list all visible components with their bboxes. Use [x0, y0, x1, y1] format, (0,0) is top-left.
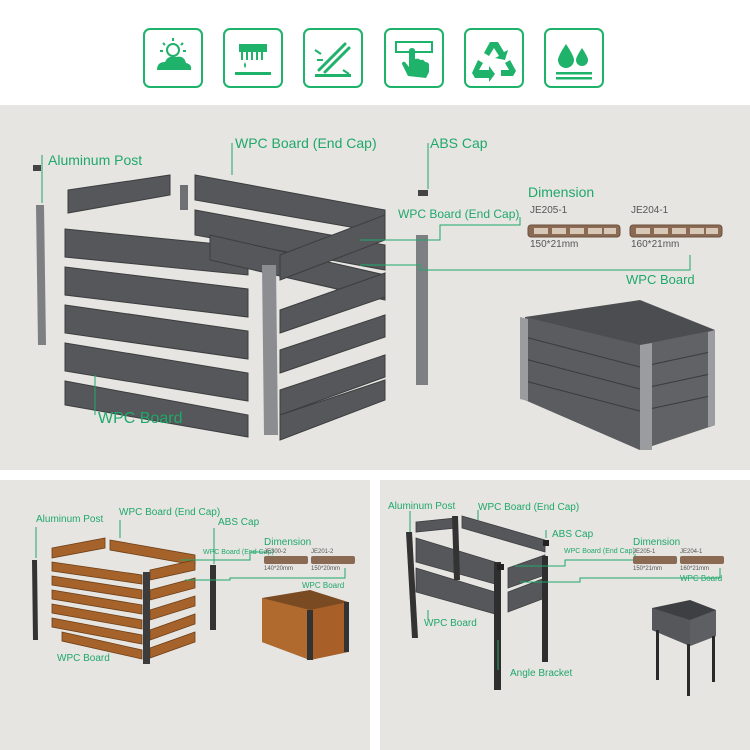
aluminum-post-left [36, 205, 46, 345]
icon-hand-touch [384, 28, 444, 88]
bl-label-wpc-board-bottom: WPC Board [57, 653, 110, 664]
center-post [262, 265, 278, 435]
icon-water-drop [544, 28, 604, 88]
post-cap-left [33, 165, 41, 171]
bl-profile-a-code: JE300-2 [264, 549, 287, 555]
legged-exploded-diagram [406, 510, 724, 696]
bl-label-end-cap-right: WPC Board (End Cap) [203, 549, 274, 556]
wood-boards [51, 537, 196, 660]
left-wall-boards [64, 174, 249, 438]
label-aluminum-post: Aluminum Post [48, 152, 143, 168]
legged-boards [415, 515, 546, 615]
profile-a-size: 150*21mm [530, 239, 579, 250]
bl-profile-b-code: JE201-2 [311, 549, 334, 555]
bl-label-wpc-board-right: WPC Board [302, 581, 345, 590]
br-profile-b-code: JE204-1 [680, 549, 703, 555]
bl-profile-b-size: 150*20mm [311, 566, 341, 572]
profile-a-code: JE205-1 [530, 205, 568, 216]
wood-planter [262, 590, 349, 660]
water-drop-icon [556, 44, 592, 80]
br-profile-a-code: JE205-1 [633, 549, 656, 555]
label-abs-cap: ABS Cap [430, 135, 488, 151]
br-label-dimension: Dimension [633, 537, 681, 548]
front-wall-boards [279, 214, 386, 441]
label-wpc-board-bottom: WPC Board [98, 410, 183, 427]
profile-b-size: 160*21mm [631, 239, 680, 250]
br-profile-a-size: 150*21mm [633, 566, 663, 572]
legged-planter [652, 600, 716, 696]
center-post-top [180, 185, 188, 210]
br-profile-b-size: 160*21mm [680, 566, 710, 572]
recycle-icon [472, 42, 516, 82]
comb-drip-icon [235, 44, 271, 75]
br-label-aluminum-post: Aluminum Post [388, 501, 456, 512]
br-label-end-cap-top: WPC Board (End Cap) [478, 502, 580, 513]
bl-label-aluminum-post: Aluminum Post [36, 514, 104, 525]
br-label-angle-bracket: Angle Bracket [510, 668, 573, 679]
abs-cap-part [418, 190, 428, 196]
label-end-cap-right: WPC Board (End Cap) [398, 207, 520, 221]
br-label-wpc-board-left: WPC Board [424, 618, 477, 629]
bl-label-dimension: Dimension [264, 537, 312, 548]
hand-touch-icon [395, 41, 433, 78]
bl-label-abs-cap: ABS Cap [218, 517, 260, 528]
aluminum-post-right [416, 235, 428, 385]
br-label-abs-cap: ABS Cap [552, 529, 594, 540]
crack-resistant-icon [314, 42, 351, 77]
label-end-cap-top: WPC Board (End Cap) [235, 135, 377, 151]
bl-label-end-cap-top: WPC Board (End Cap) [119, 507, 221, 518]
label-dimension: Dimension [528, 184, 595, 200]
assembled-planter [520, 300, 716, 450]
bl-profile-a-size: 140*20mm [264, 566, 294, 572]
sun-cloud-icon [157, 38, 192, 70]
label-wpc-board-right: WPC Board [626, 272, 695, 287]
main-exploded-diagram [33, 143, 723, 450]
br-label-end-cap-right: WPC Board (End Cap) [564, 548, 635, 555]
icon-recycle [464, 28, 524, 88]
wood-exploded-diagram [32, 520, 355, 664]
icon-sun-cloud [143, 28, 203, 88]
icon-crack-resistant [303, 28, 363, 88]
br-label-wpc-board-right: WPC Board [680, 574, 723, 583]
profile-b-code: JE204-1 [631, 205, 669, 216]
icon-comb-drip [223, 28, 283, 88]
